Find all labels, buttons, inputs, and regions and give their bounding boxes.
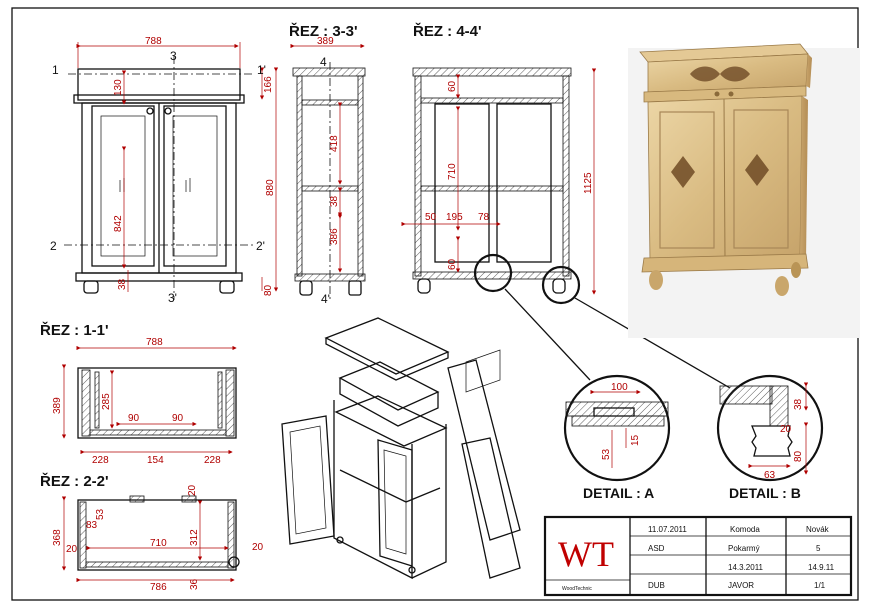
- tb-material: DUB: [648, 581, 665, 590]
- dim-da-100: 100: [611, 382, 628, 393]
- dim-s2-36: 36: [189, 578, 200, 590]
- detail-a-label: DETAIL : A: [583, 485, 654, 501]
- dim-front-foot: 38: [117, 278, 128, 290]
- dim-s1-285: 285: [101, 393, 112, 410]
- dim-s3-386: 386: [329, 228, 340, 245]
- section-1-view: [61, 345, 237, 455]
- cut-mark-3: 3: [170, 49, 177, 63]
- dim-da-15: 15: [630, 434, 641, 446]
- dim-s1-90b: 90: [172, 413, 184, 424]
- cut-mark-1p: 1': [257, 63, 266, 77]
- dim-s1-228b: 228: [204, 455, 221, 466]
- section-2-title: ŘEZ : 2-2': [40, 472, 109, 490]
- section-2-view: [61, 495, 240, 583]
- detail-b-view: [716, 374, 824, 482]
- tb-name: Komoda: [730, 525, 760, 534]
- cut-mark-4: 4: [320, 55, 327, 69]
- section-3-title: ŘEZ : 3-3': [289, 22, 358, 40]
- cut-mark-3p: 3': [168, 291, 177, 305]
- dim-s2-20l: 20: [66, 544, 78, 555]
- dim-s1-90a: 90: [128, 413, 140, 424]
- dim-front-panel: 842: [113, 215, 124, 232]
- dim-s4-60: 60: [447, 80, 458, 92]
- dim-s2-53: 53: [95, 508, 106, 520]
- tb-material2: JAVOR: [728, 581, 754, 590]
- cut-mark-1: 1: [52, 63, 59, 77]
- dim-s4-1125: 1125: [583, 172, 594, 194]
- dim-s2-710: 710: [150, 538, 167, 549]
- dim-front-80: 80: [263, 284, 274, 296]
- dim-s1-228a: 228: [92, 455, 109, 466]
- dim-da-53: 53: [601, 448, 612, 460]
- dim-s2-20t: 20: [187, 484, 198, 496]
- detail-a-view: [563, 374, 671, 482]
- cut-mark-2p: 2': [256, 239, 265, 253]
- dim-s3-38: 38: [329, 195, 340, 207]
- dim-front-top: 130: [113, 79, 124, 96]
- section-4-title: ŘEZ : 4-4': [413, 22, 482, 40]
- dim-front-166: 166: [263, 76, 274, 93]
- dim-s1-154: 154: [147, 455, 164, 466]
- dim-db-20: 20: [780, 424, 792, 435]
- title-block: [543, 515, 853, 597]
- detail-a-marker: [473, 253, 513, 293]
- dim-s2-312: 312: [189, 529, 200, 546]
- detail-b-label: DETAIL : B: [729, 485, 801, 501]
- dim-s2-786: 786: [150, 582, 167, 593]
- cut-mark-4p: 4': [321, 292, 330, 306]
- detail-b-marker: [541, 265, 581, 305]
- tb-date3: 14.9.11: [808, 563, 835, 572]
- dim-front-width: 788: [145, 36, 162, 47]
- dim-s4-50: 50: [425, 212, 437, 223]
- dim-s1-depth: 389: [52, 397, 63, 414]
- exploded-view: [281, 317, 521, 580]
- dim-s2-368: 368: [52, 529, 63, 546]
- dim-s4-710: 710: [447, 163, 458, 180]
- section-3-view: [290, 43, 366, 300]
- tb-date2: 14.3.2011: [728, 563, 764, 572]
- dim-s3-depth: 389: [317, 36, 334, 47]
- tb-state: Pokarmý: [728, 544, 760, 553]
- section-4-view: [401, 67, 597, 295]
- front-view: [64, 42, 279, 300]
- company-logo: WT: [558, 534, 614, 574]
- dim-s2-20r: 20: [252, 542, 264, 553]
- dim-db-38: 38: [793, 398, 804, 410]
- dim-s1-width: 788: [146, 337, 163, 348]
- cut-mark-2: 2: [50, 239, 57, 253]
- tb-sheet-no: 5: [816, 544, 821, 553]
- company-name: WoodTechnic: [562, 586, 592, 592]
- dim-db-80: 80: [793, 450, 804, 462]
- dim-s4-195: 195: [446, 212, 463, 223]
- cabinet-render: [628, 43, 860, 338]
- dim-db-63: 63: [764, 470, 776, 481]
- tb-date: 11.07.2011: [648, 525, 687, 534]
- tb-author: Novák: [806, 525, 830, 534]
- dim-s2-83: 83: [86, 520, 98, 531]
- tb-sheet: 1/1: [814, 581, 826, 590]
- dim-s4-78: 78: [478, 212, 490, 223]
- dim-s3-418: 418: [329, 135, 340, 152]
- tb-code: ASD: [648, 544, 665, 553]
- section-1-title: ŘEZ : 1-1': [40, 321, 109, 339]
- dim-s4-60b: 60: [447, 258, 458, 270]
- dim-front-height: 880: [265, 179, 276, 196]
